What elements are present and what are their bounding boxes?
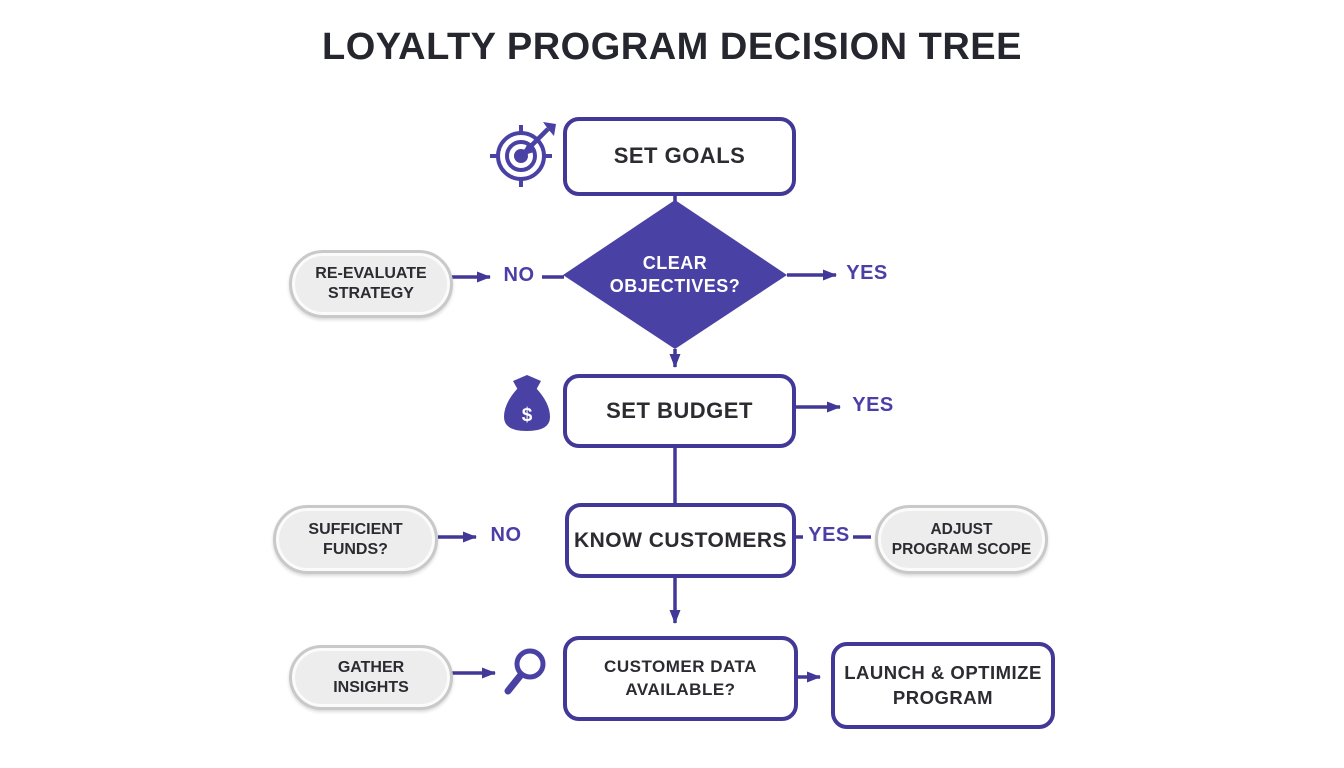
target-icon: [490, 122, 556, 187]
node-set-goals: SET GOALS: [563, 117, 796, 196]
edge-label-objectives-yes: YES: [846, 262, 888, 284]
node-know-customers: KNOW CUSTOMERS: [565, 503, 796, 578]
edge-label-customers-yes: YES: [808, 524, 850, 546]
dollar-sign: $: [522, 405, 533, 426]
page-title: LOYALTY PROGRAM DECISION TREE: [322, 26, 1022, 68]
node-clear-objectives-label: CLEAR OBJECTIVES?: [609, 252, 741, 296]
node-launch-optimize-program: LAUNCH & OPTIMIZE PROGRAM: [831, 642, 1055, 729]
clear-objectives-diamond: [563, 200, 787, 349]
node-re-evaluate-strategy: RE-EVALUATE STRATEGY: [289, 250, 453, 318]
magnifier-icon: [504, 648, 546, 695]
node-set-budget: SET BUDGET: [563, 374, 796, 448]
node-gather-insights: GATHER INSIGHTS: [289, 645, 453, 710]
edge-label-budget-yes: YES: [852, 394, 894, 416]
node-adjust-program-scope: ADJUST PROGRAM SCOPE: [875, 505, 1048, 574]
node-sufficient-funds: SUFFICIENT FUNDS?: [273, 505, 438, 574]
edge-label-objectives-no: NO: [503, 264, 535, 286]
edge-label-funds-no: NO: [490, 524, 522, 546]
money-bag-icon: $: [504, 375, 550, 431]
node-customer-data-available: CUSTOMER DATA AVAILABLE?: [563, 636, 798, 721]
